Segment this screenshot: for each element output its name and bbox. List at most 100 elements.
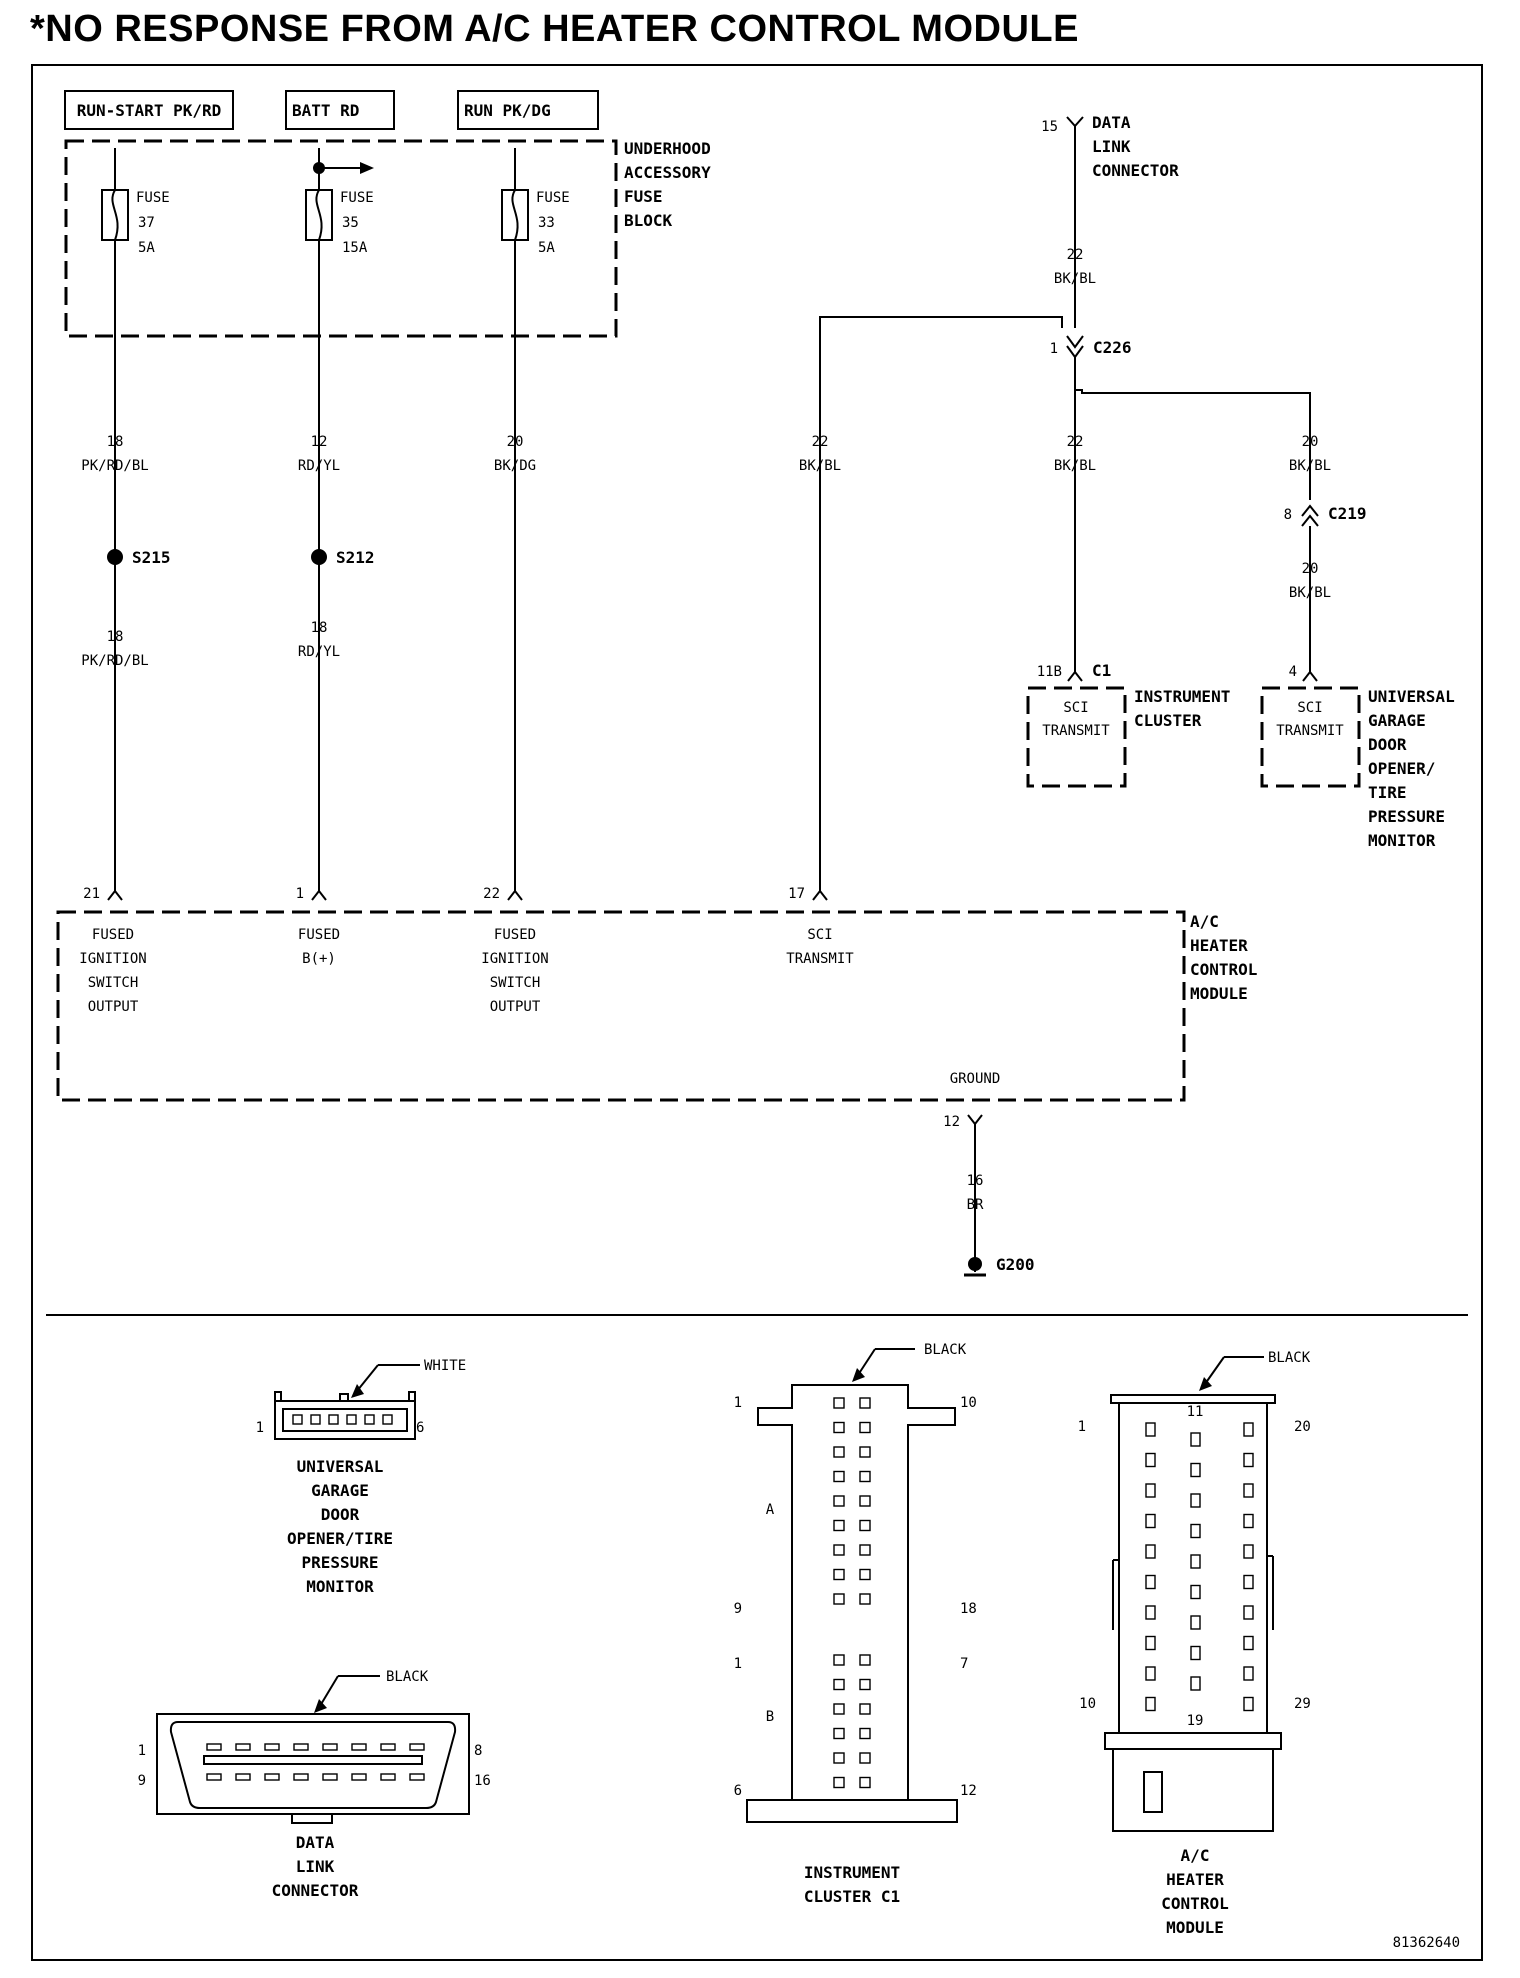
wire-color: BK/BL <box>1289 585 1331 601</box>
svg-text:IGNITION: IGNITION <box>79 951 146 967</box>
pin-cavity <box>409 1773 425 1781</box>
cluster-pin-b12: 12 <box>960 1783 977 1799</box>
pin-cavity <box>833 1776 845 1789</box>
svg-text:GARAGE: GARAGE <box>311 1481 369 1500</box>
svg-text:MODULE: MODULE <box>1166 1918 1224 1937</box>
svg-text:SCI: SCI <box>807 927 832 943</box>
svg-text:DOOR: DOOR <box>321 1505 360 1524</box>
svg-text:FUSE: FUSE <box>624 187 663 206</box>
svg-text:5A: 5A <box>538 240 555 256</box>
pin-cavity <box>1243 1452 1254 1468</box>
pin-cavity <box>1190 1432 1201 1447</box>
cluster-pin-a18: 18 <box>960 1601 977 1617</box>
ugdo-box <box>1260 686 1361 788</box>
leader-arrow <box>351 1384 364 1398</box>
splice-label: S212 <box>336 548 375 567</box>
svg-text:FUSED: FUSED <box>92 927 134 943</box>
pin-cavity <box>1145 1513 1156 1529</box>
fuse-block-label: UNDERHOOD ACCESSORY FUSE BLOCK <box>624 139 711 230</box>
pin-cavity <box>859 1470 871 1483</box>
pin-1-symbol <box>311 890 327 901</box>
pin-cavity <box>1190 1554 1201 1569</box>
pin-cavity <box>235 1773 251 1781</box>
svg-text:TIRE: TIRE <box>1368 783 1407 802</box>
pin-cavity <box>293 1743 309 1751</box>
pin-cavity <box>346 1414 357 1425</box>
pin-cavity <box>264 1773 280 1781</box>
leader-arrow <box>852 1368 865 1382</box>
wire-color: PK/RD/BL <box>81 653 148 669</box>
c219-label: C219 <box>1328 504 1367 523</box>
svg-text:CONTROL: CONTROL <box>1161 1894 1228 1913</box>
module-pin-11: 11 <box>1187 1404 1204 1420</box>
pin-cavity <box>859 1568 871 1581</box>
pin-cavity <box>264 1743 280 1751</box>
c219-pin: 8 <box>1284 507 1292 523</box>
pin-cavity <box>833 1470 845 1483</box>
pin-cavity <box>364 1414 375 1425</box>
svg-text:RUN-START PK/RD: RUN-START PK/RD <box>77 101 222 120</box>
pin-cavity <box>833 1544 845 1556</box>
svg-text:LINK: LINK <box>1092 137 1131 156</box>
dlc-pin-16: 16 <box>474 1773 491 1789</box>
ugdo-func: TRANSMIT <box>1276 723 1344 739</box>
pin-cavity <box>206 1773 222 1781</box>
module-connector-label: A/C HEATER CONTROL MODULE <box>1161 1846 1228 1937</box>
fuse-33: FUSE 33 5A <box>501 189 570 256</box>
pin-number: 17 <box>788 886 805 902</box>
pin-cavity <box>859 1544 871 1556</box>
svg-text:DOOR: DOOR <box>1368 735 1407 754</box>
pin-cavity <box>859 1727 871 1740</box>
c226-label: C226 <box>1093 338 1132 357</box>
ugdo-pin-right: 6 <box>416 1420 424 1436</box>
dlc-label: DATA LINK CONNECTOR <box>1092 113 1179 180</box>
svg-text:SWITCH: SWITCH <box>88 975 139 991</box>
figure-id: 81362640 <box>1393 1935 1460 1951</box>
pin-cavity <box>833 1519 845 1532</box>
page-title: *NO RESPONSE FROM A/C HEATER CONTROL MOD… <box>30 8 1079 50</box>
wire-gauge: 18 <box>311 620 328 636</box>
module-box <box>56 910 1186 1102</box>
fuse-37: FUSE 37 5A <box>101 189 170 256</box>
svg-text:IGNITION: IGNITION <box>481 951 548 967</box>
cluster-connector-label: INSTRUMENT CLUSTER C1 <box>804 1863 900 1906</box>
pin-cavity <box>833 1678 845 1691</box>
svg-text:UNDERHOOD: UNDERHOOD <box>624 139 711 158</box>
pin-17-function: SCI TRANSMIT <box>786 927 854 967</box>
pin-cavity <box>409 1743 425 1751</box>
wire-gauge: 18 <box>107 629 124 645</box>
pin-cavity <box>322 1743 338 1751</box>
svg-text:TRANSMIT: TRANSMIT <box>786 951 854 967</box>
svg-text:CLUSTER: CLUSTER <box>1134 711 1202 730</box>
pin-cavity <box>1243 1696 1254 1712</box>
ugdo-label: UNIVERSAL GARAGE DOOR OPENER/ TIRE PRESS… <box>1368 687 1455 850</box>
pin-cavity <box>1243 1513 1254 1529</box>
pin-cavity <box>380 1743 396 1751</box>
pin-cavity <box>1145 1696 1156 1712</box>
svg-text:MODULE: MODULE <box>1190 984 1248 1003</box>
module-pin-1: 1 <box>1078 1419 1086 1435</box>
pin-cavity <box>1243 1635 1254 1651</box>
wire-color: BK/DG <box>494 458 536 474</box>
wire-gauge: 20 <box>507 434 524 450</box>
svg-text:FUSE: FUSE <box>536 190 570 206</box>
svg-text:LINK: LINK <box>296 1857 335 1876</box>
pin-cavity <box>1243 1483 1254 1498</box>
pin-1-function: FUSED B(+) <box>298 927 340 967</box>
ugdo-connector-view <box>274 1391 416 1440</box>
wire-sci-bus <box>819 126 1319 891</box>
pin-cavity <box>1243 1605 1254 1620</box>
pin-cavity <box>859 1678 871 1691</box>
leader-line <box>356 1364 379 1392</box>
pin-17-symbol <box>812 890 828 901</box>
wire-gauge: 20 <box>1302 561 1319 577</box>
cluster-section-a: A <box>766 1502 775 1518</box>
dlc-pin-8: 8 <box>474 1743 482 1759</box>
leader-line <box>319 1675 339 1707</box>
svg-text:OUTPUT: OUTPUT <box>88 999 139 1015</box>
pin-22-function: FUSED IGNITION SWITCH OUTPUT <box>481 927 548 1015</box>
module-connector-color: BLACK <box>1268 1350 1311 1366</box>
splice-label: S215 <box>132 548 171 567</box>
cluster-func: TRANSMIT <box>1042 723 1110 739</box>
